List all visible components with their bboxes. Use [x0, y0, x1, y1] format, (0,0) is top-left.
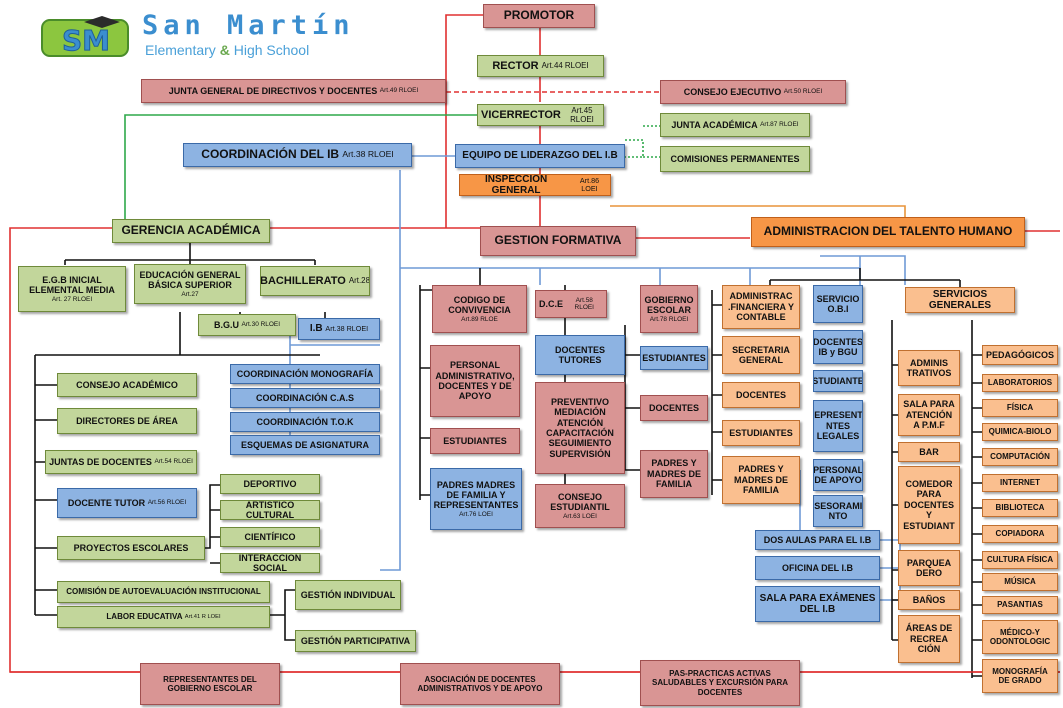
padres-th-box: PADRES Y MADRES DE FAMILIA: [722, 456, 800, 504]
musica-box: MÚSICA: [982, 573, 1058, 591]
cultura-fisica-box: CULTURA FÍSICA: [982, 551, 1058, 569]
docentes-tutores-box: DOCENTES TUTORES: [535, 335, 625, 375]
school-logo: SM San Martín Elementary & High School: [40, 10, 410, 62]
parqueadero-box: PARQUEA DERO: [898, 550, 960, 586]
pedagogicos-box: PEDAGÓGICOS: [982, 345, 1058, 365]
artistico-box: ARTÍSTICO CULTURAL: [220, 500, 320, 520]
oficina-ib-box: OFICINA DEL I.B: [755, 556, 880, 580]
estudiantes-obi-box: ESTUDIANTES: [813, 370, 863, 392]
bgu-box: B.G.U Art.30 RLOEI: [198, 314, 296, 336]
padres-ge-box: PADRES Y MADRES DE FAMILIA: [640, 450, 708, 498]
deportivo-box: DEPORTIVO: [220, 474, 320, 494]
estudiantes-gf-box: ESTUDIANTES: [430, 428, 520, 454]
vicerrector-box: VICERRECTOR Art.45 RLOEI: [477, 104, 604, 126]
coord-cas-box: COORDINACIÓN C.A.S: [230, 388, 380, 408]
juntas-docentes-box: JUNTAS DE DOCENTES Art.54 RLOEI: [45, 450, 197, 474]
biblioteca-box: BIBLIOTECA: [982, 499, 1058, 517]
proyectos-escolares-box: PROYECTOS ESCOLARES: [57, 536, 205, 560]
asesoramiento-box: ASESORAMIE NTO: [813, 495, 863, 527]
pasantias-box: PASANTIAS: [982, 596, 1058, 614]
dce-box: D.C.E Art.58 RLOEI: [535, 290, 607, 318]
docentes-ge-box: DOCENTES: [640, 395, 708, 421]
gestion-participativa-box: GESTIÓN PARTICIPATIVA: [295, 630, 416, 652]
internet-box: INTERNET: [982, 474, 1058, 492]
representantes-gobierno-box: REPRESENTANTES DEL GOBIERNO ESCOLAR: [140, 663, 280, 705]
representantes-legales-box: REPRESENTA NTES LEGALES: [813, 400, 863, 452]
dos-aulas-box: DOS AULAS PARA EL I.B: [755, 530, 880, 550]
consejo-academico-box: CONSEJO ACADÉMICO: [57, 373, 197, 397]
logo-tagline: Elementary & High School: [145, 42, 310, 58]
esquemas-box: ESQUEMAS DE ASIGNATURA: [230, 435, 380, 455]
docentes-ib-bgu-box: DOCENTES IB y BGU: [813, 330, 863, 364]
pas-practicas-box: PAS-PRACTICAS ACTIVAS SALUDABLES Y EXCUR…: [640, 660, 800, 706]
areas-recreacion-box: ÁREAS DE RECREA CIÓN: [898, 615, 960, 663]
sala-examenes-box: SALA PARA EXÁMENES DEL I.B: [755, 586, 880, 622]
gestion-individual-box: GESTIÓN INDIVIDUAL: [295, 580, 401, 610]
autoevaluacion-box: COMISIÓN DE AUTOEVALUACIÓN INSTITUCIONAL: [57, 581, 270, 603]
coordinacion-ib-box: COORDINACIÓN DEL IB Art.38 RLOEI: [183, 143, 412, 167]
bar-box: BAR: [898, 442, 960, 462]
fisica-box: FÍSICA: [982, 399, 1058, 417]
computacion-box: COMPUTACIÓN: [982, 448, 1058, 466]
promotor-box: PROMOTOR: [483, 4, 595, 28]
admin-financiera-box: ADMINISTRAC .FINANCIERA Y CONTABLE: [722, 285, 800, 329]
cientifico-box: CIENTÍFICO: [220, 527, 320, 547]
personal-administrativo-box: PERSONAL ADMINISTRATIVO, DOCENTES Y DE A…: [430, 345, 520, 417]
coord-tok-box: COORDINACIÓN T.O.K: [230, 412, 380, 432]
quimica-box: QUIMICA-BIOLO: [982, 423, 1058, 441]
logo-letters: SM: [62, 24, 110, 57]
docentes-th-box: DOCENTES: [722, 382, 800, 408]
administrativos-box: ADMINIS TRATIVOS: [898, 350, 960, 386]
padres-representantes-box: PADRES MADRES DE FAMILIA Y REPRESENTANTE…: [430, 468, 522, 530]
equipo-liderazgo-box: EQUIPO DE LIDERAZGO DEL I.B: [455, 144, 625, 168]
servicio-obi-box: SERVICIO O.B.I: [813, 285, 863, 323]
gerencia-academica-box: GERENCIA ACADÉMICA: [112, 219, 270, 243]
preventivo-box: PREVENTIVO MEDIACIÓN ATENCIÓN CAPACITACI…: [535, 382, 625, 474]
inspeccion-box: INSPECCIÓN GENERAL Art.86 LOEI: [459, 174, 611, 196]
estudiantes-ge-box: ESTUDIANTES: [640, 346, 708, 370]
junta-general-box: JUNTA GENERAL DE DIRECTIVOS Y DOCENTES A…: [141, 79, 446, 103]
asociacion-docentes-box: ASOCIACIÓN DE DOCENTES ADMINISTRATIVOS Y…: [400, 663, 560, 705]
directores-area-box: DIRECTORES DE ÁREA: [57, 408, 197, 434]
banos-box: BAÑOS: [898, 590, 960, 610]
medico-box: MÉDICO-Y ODONTOLOGIC: [982, 620, 1058, 654]
rector-box: RECTOR Art.44 RLOEI: [477, 55, 604, 77]
consejo-ejecutivo-box: CONSEJO EJECUTIVO Art.50 RLOEI: [660, 80, 846, 104]
bachillerato-box: BACHILLERATO Art.28: [260, 266, 370, 296]
coord-monografia-box: COORDINACIÓN MONOGRAFÍA: [230, 364, 380, 384]
graduation-cap-icon: SM: [41, 16, 129, 58]
ib-box: I.B Art.38 RLOEI: [298, 318, 380, 340]
comedor-box: COMEDOR PARA DOCENTES Y ESTUDIANT: [898, 466, 960, 544]
talento-humano-box: ADMINISTRACION DEL TALENTO HUMANO: [751, 217, 1025, 247]
personal-apoyo-box: PERSONAL DE APOYO: [813, 459, 863, 491]
sala-pmf-box: SALA PARA ATENCIÓN A P.M.F: [898, 394, 960, 436]
junta-academica-box: JUNTA ACADÉMICA Art.87 RLOEI: [660, 113, 810, 137]
logo-name: San Martín: [142, 10, 355, 41]
copiadora-box: COPIADORA: [982, 525, 1058, 543]
monografia-grado-box: MONOGRAFÍA DE GRADO: [982, 659, 1058, 693]
estudiantes-th-box: ESTUDIANTES: [722, 420, 800, 446]
gestion-formativa-box: GESTION FORMATIVA: [480, 226, 636, 256]
comisiones-box: COMISIONES PERMANENTES: [660, 146, 810, 172]
interaccion-social-box: INTERACCIÓN SOCIAL: [220, 553, 320, 573]
secretaria-box: SECRETARIA GENERAL: [722, 336, 800, 374]
laboratorios-box: LABORATORIOS: [982, 374, 1058, 392]
labor-educativa-box: LABOR EDUCATIVA Art.41 R LOEI: [57, 606, 270, 628]
docente-tutor-box: DOCENTE TUTOR Art.56 RLOEI: [57, 488, 197, 518]
servicios-generales-box: SERVICIOS GENERALES: [905, 287, 1015, 313]
